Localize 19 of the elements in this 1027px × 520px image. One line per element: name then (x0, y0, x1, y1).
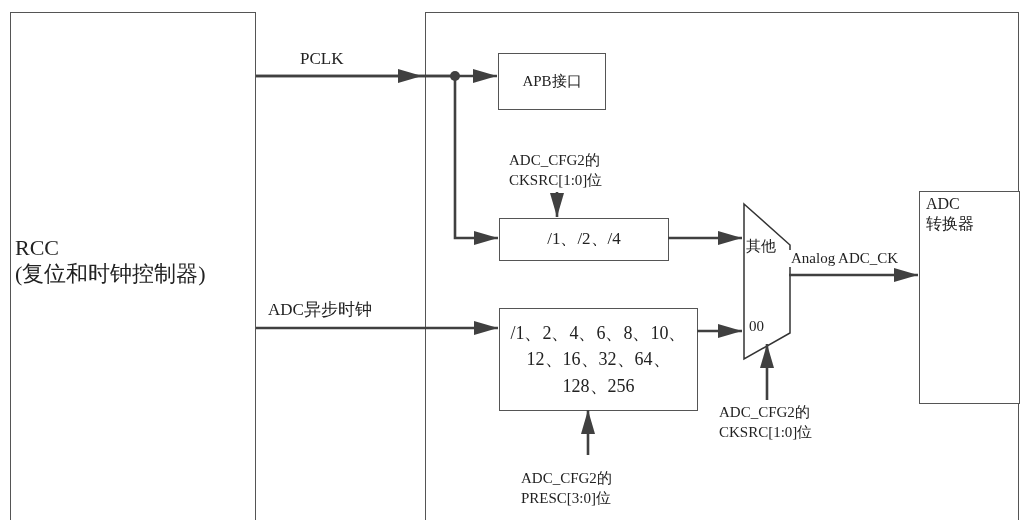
multiplexer (743, 201, 791, 361)
peripheral-box (425, 12, 1019, 520)
prescaler-box: /1、2、4、6、8、10、12、16、32、64、128、256 (499, 308, 698, 411)
arrow (697, 324, 742, 338)
converter-box: ADC 转换器 (919, 191, 1020, 404)
arrow (760, 344, 774, 400)
arrow (256, 321, 498, 335)
block-box: /1、/2、/4 (499, 218, 669, 261)
input-label: 其他 (746, 239, 776, 254)
block-box: APB接口 (498, 53, 606, 110)
arrow (668, 231, 742, 245)
edge-label: Analog ADC_CK (789, 250, 901, 267)
edge-label: ADC异步时钟 (266, 301, 374, 320)
arrow (581, 410, 595, 455)
arrow (550, 192, 564, 217)
controller-box: RCC (复位和时钟控制器) (10, 12, 256, 520)
input-label: 00 (749, 319, 764, 334)
arrow (789, 268, 918, 282)
arrow (256, 74, 498, 245)
